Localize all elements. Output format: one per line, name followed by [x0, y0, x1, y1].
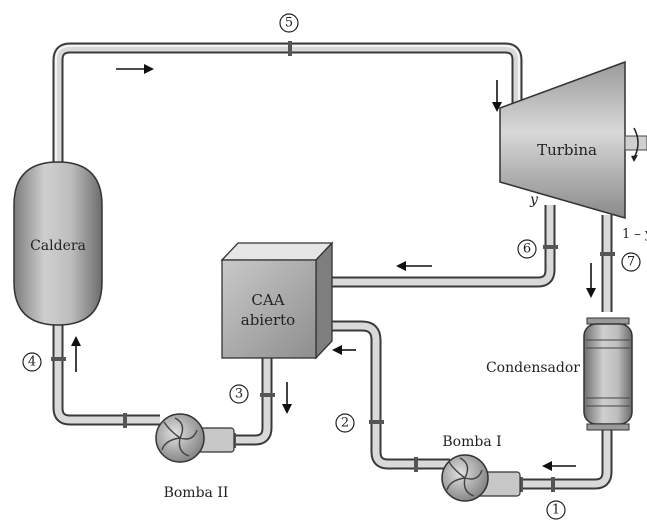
condenser: Condensador [486, 317, 633, 431]
heater-label-line1: CAA [251, 291, 284, 309]
svg-text:1: 1 [552, 503, 560, 518]
arrow-left-icon [396, 261, 432, 271]
state-marker-6: 6 [517, 239, 537, 259]
open-heater: CAA abierto [220, 241, 334, 360]
heater-label-line2: abierto [241, 311, 295, 329]
state-marker-5: 5 [279, 13, 299, 33]
arrow-down-icon [586, 263, 596, 298]
pump-2-label: Bomba II [164, 485, 229, 501]
state-markers: 5 6 7 1 2 3 4 [22, 13, 641, 520]
pump-1: Bomba I [441, 434, 521, 502]
bleed-fraction: y [529, 192, 539, 208]
pump-2-impeller-icon [161, 417, 198, 457]
arrow-down-icon [282, 382, 292, 414]
flow-arrows [71, 64, 596, 471]
arrow-left-icon [332, 345, 356, 355]
pipes [52, 42, 613, 490]
state-marker-1: 1 [546, 500, 566, 520]
svg-text:5: 5 [285, 16, 293, 31]
svg-text:4: 4 [28, 355, 36, 370]
state-marker-7: 7 [621, 252, 641, 272]
arrow-right-icon [116, 64, 154, 74]
svg-text:7: 7 [627, 255, 635, 270]
boiler-label: Caldera [30, 238, 86, 254]
boiler: Caldera [13, 161, 103, 326]
svg-text:3: 3 [235, 387, 243, 402]
arrow-up-icon [71, 336, 81, 372]
state-marker-3: 3 [229, 384, 249, 404]
svg-text:6: 6 [523, 242, 531, 257]
state-marker-4: 4 [22, 352, 42, 372]
turbine-label: Turbina [537, 141, 597, 159]
arrow-left-icon [542, 461, 576, 471]
remainder-fraction: 1 – y [622, 227, 647, 242]
svg-text:2: 2 [341, 416, 349, 431]
pump-1-impeller-icon [446, 457, 483, 497]
state-marker-2: 2 [335, 413, 355, 433]
arrow-down-icon [492, 80, 502, 112]
pump-2: Bomba II [155, 413, 235, 501]
turbine: Turbina y 1 – y [499, 60, 647, 242]
pump-1-label: Bomba I [442, 434, 501, 450]
condenser-label: Condensador [486, 360, 580, 376]
